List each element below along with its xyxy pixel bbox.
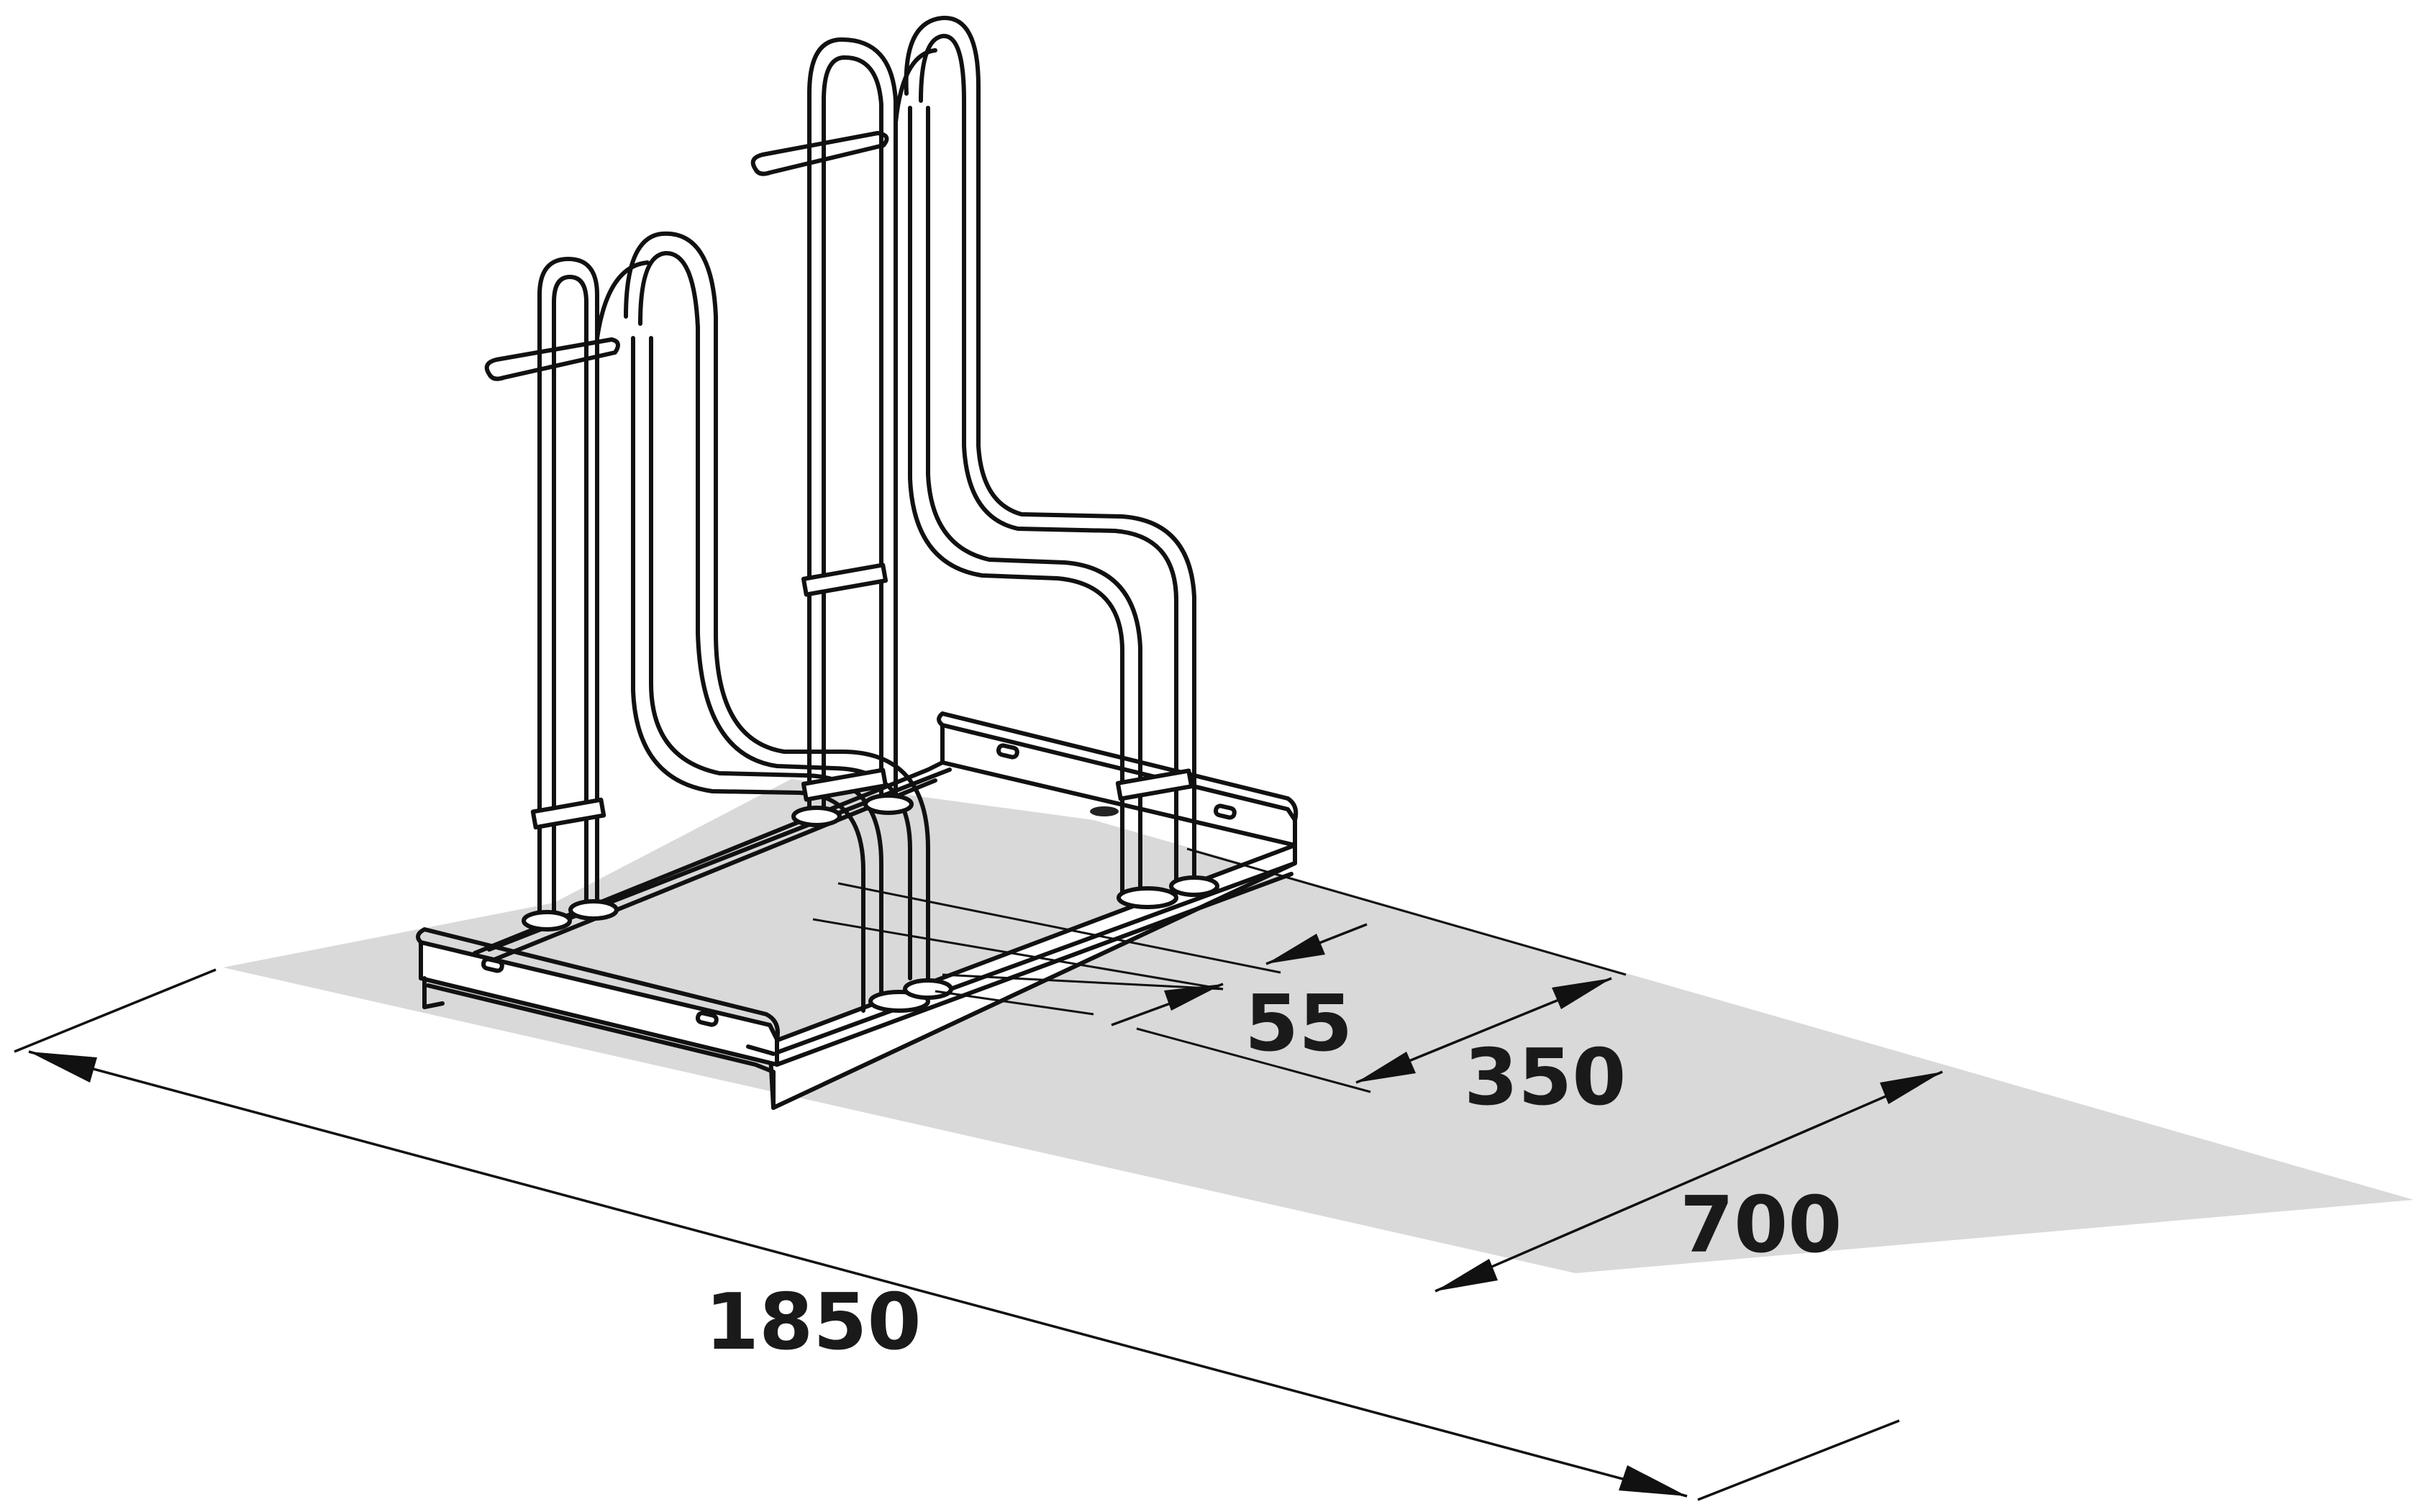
dimension-lines [14, 847, 1943, 1501]
dimension-rack-depth-label: 350 [1464, 1033, 1626, 1123]
front-rail [419, 940, 779, 1067]
rear-rail-hole [1090, 806, 1119, 816]
dimension-depth-label: 700 [1680, 1180, 1842, 1270]
dimension-tube-offset-label: 55 [1245, 979, 1353, 1069]
dimension-length-label: 1850 [705, 1278, 922, 1367]
high-bike-hoop [750, 15, 1219, 909]
floor-footprint [223, 779, 2414, 1273]
